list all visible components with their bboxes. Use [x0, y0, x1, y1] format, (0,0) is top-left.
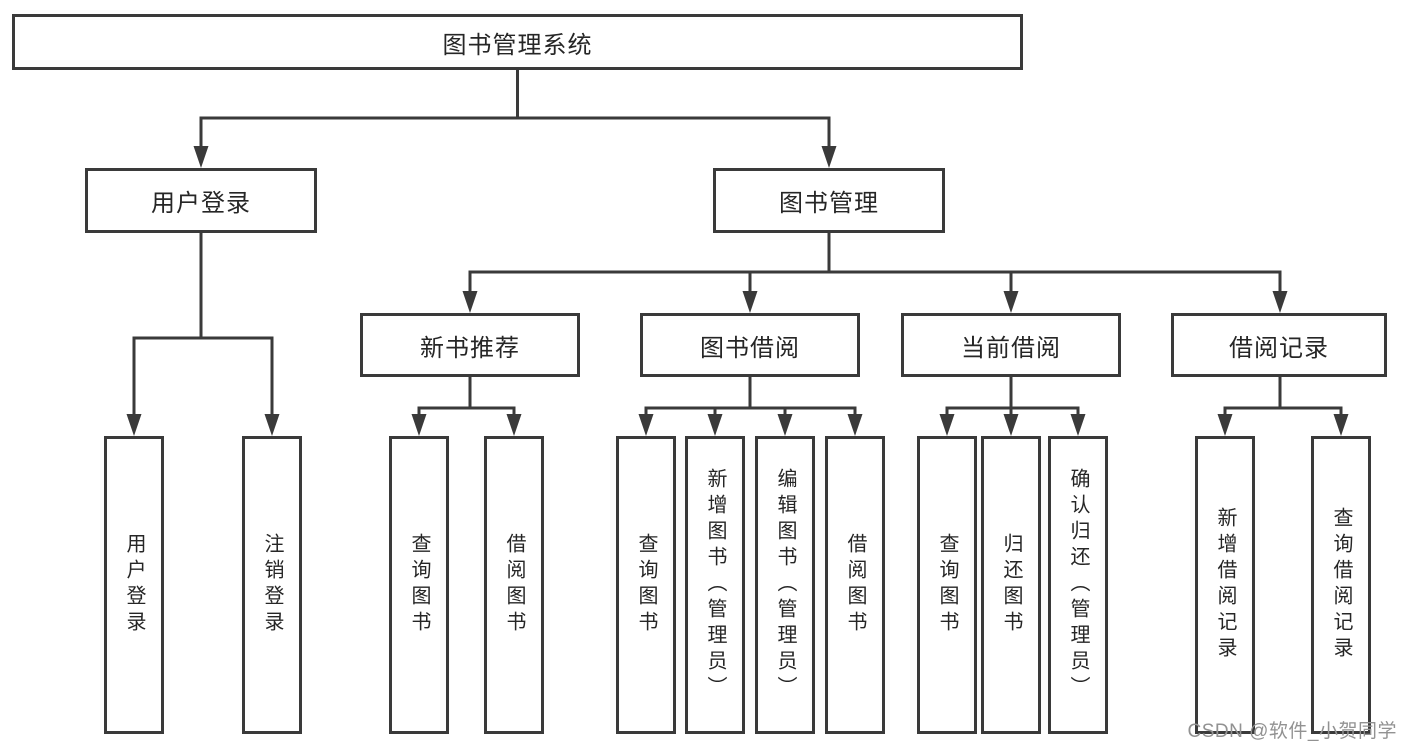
leaf-user-login: 用户登录: [104, 436, 164, 734]
node-book-borrowing: 图书借阅: [640, 313, 860, 377]
leaf-query-books-borrowing: 查询图书: [616, 436, 676, 734]
node-label: 新增图书（管理员）: [704, 468, 726, 702]
leaf-add-books-admin: 新增图书（管理员）: [685, 436, 745, 734]
leaf-return-books: 归还图书: [981, 436, 1041, 734]
node-label: 确认归还（管理员）: [1067, 468, 1089, 702]
node-label: 用户登录: [123, 533, 145, 637]
leaf-borrow-books-borrowing: 借阅图书: [825, 436, 885, 734]
node-label: 图书借阅: [700, 334, 800, 362]
node-label: 新书推荐: [420, 334, 520, 362]
node-current-borrowing: 当前借阅: [901, 313, 1121, 377]
leaf-edit-books-admin: 编辑图书（管理员）: [755, 436, 815, 734]
node-label: 图书管理: [779, 190, 879, 217]
leaf-confirm-return-admin: 确认归还（管理员）: [1048, 436, 1108, 734]
connector-lines: [132, 68, 1343, 420]
node-label: 编辑图书（管理员）: [774, 468, 796, 702]
node-label: 查询图书: [408, 533, 430, 637]
leaf-logout: 注销登录: [242, 436, 302, 734]
node-label: 归还图书: [1000, 533, 1022, 637]
leaf-add-borrow-record: 新增借阅记录: [1195, 436, 1255, 734]
node-label: 借阅记录: [1229, 334, 1329, 362]
node-label: 用户登录: [151, 190, 251, 217]
csdn-watermark: CSDN @软件_小贺同学: [1187, 721, 1397, 742]
node-label: 借阅图书: [844, 533, 866, 637]
leaf-query-borrow-record: 查询借阅记录: [1311, 436, 1371, 734]
node-library-management-system: 图书管理系统: [12, 14, 1023, 70]
leaf-query-books-current: 查询图书: [917, 436, 977, 734]
node-book-management: 图书管理: [713, 168, 945, 233]
node-label: 注销登录: [261, 533, 283, 637]
node-new-book-recommend: 新书推荐: [360, 313, 580, 377]
leaf-query-books-recommend: 查询图书: [389, 436, 449, 734]
node-user-login: 用户登录: [85, 168, 317, 233]
node-label: 查询图书: [635, 533, 657, 637]
node-borrowing-records: 借阅记录: [1171, 313, 1387, 377]
node-label: 新增借阅记录: [1214, 507, 1236, 663]
node-label: 查询借阅记录: [1330, 507, 1352, 663]
node-label: 图书管理系统: [442, 31, 593, 59]
node-label: 当前借阅: [961, 334, 1061, 362]
node-label: 借阅图书: [503, 533, 525, 637]
node-label: 查询图书: [936, 533, 958, 637]
leaf-borrow-books-recommend: 借阅图书: [484, 436, 544, 734]
